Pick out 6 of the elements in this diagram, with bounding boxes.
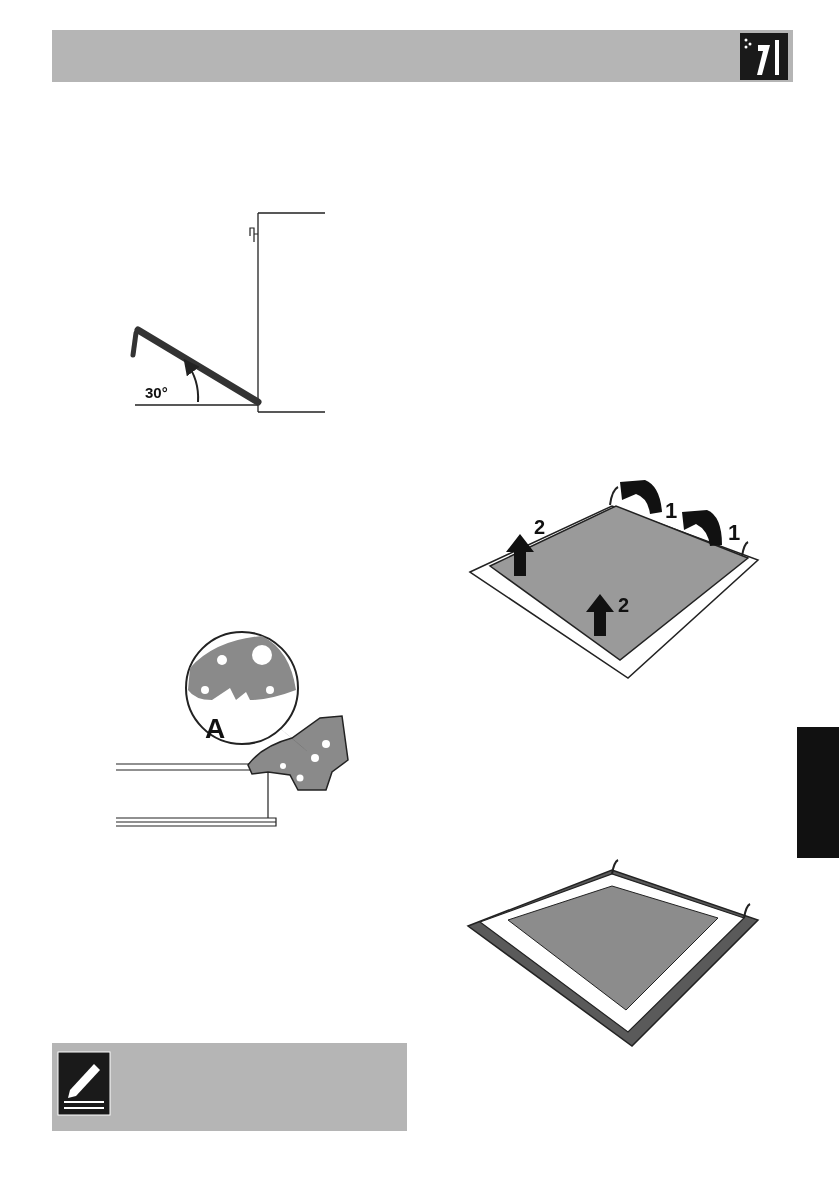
callout-letter: A [205, 713, 226, 744]
angle-label: 30° [145, 384, 168, 401]
step-number: 2 [534, 516, 546, 538]
step-number: 1 [665, 498, 678, 523]
step-number: 1 [728, 520, 741, 545]
step-number: 2 [618, 594, 630, 616]
